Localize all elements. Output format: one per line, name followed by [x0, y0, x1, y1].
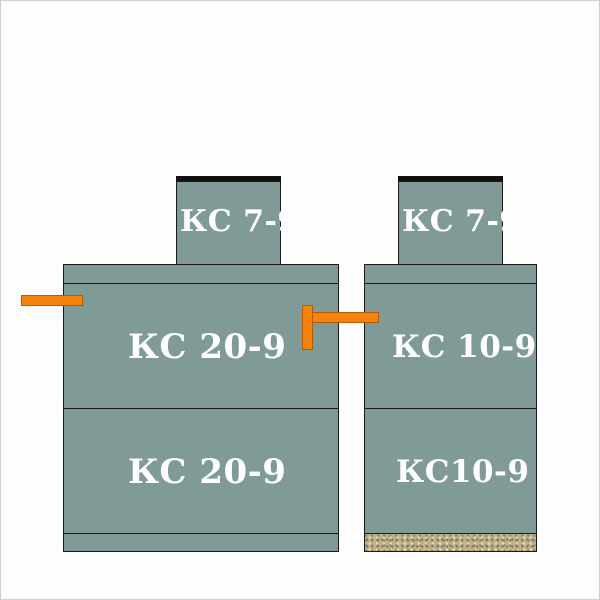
left-lower-ring-label: КС 20-9	[128, 452, 287, 492]
left-upper-ring-label: КС 20-9	[128, 327, 287, 367]
gravel-filter-bed	[364, 533, 537, 552]
left-cover-slab	[63, 264, 339, 284]
right-neck-cap	[398, 176, 503, 182]
left-bottom-slab	[63, 533, 339, 552]
right-upper-ring-label: КС 10-9	[392, 329, 537, 365]
left-upper-ring: КС 20-9	[63, 283, 339, 409]
right-lower-ring: КС10-9	[364, 408, 537, 534]
left-neck-label: КС 7-9	[180, 204, 299, 239]
right-neck-label: КС 7-9	[402, 204, 521, 239]
right-neck-ring: КС 7-9	[398, 181, 520, 266]
overflow-pipe-horizontal	[312, 312, 379, 323]
right-cover-slab	[364, 264, 537, 284]
left-lower-ring: КС 20-9	[63, 408, 339, 534]
inlet-pipe	[21, 295, 83, 306]
overflow-pipe-vertical	[302, 305, 313, 350]
left-neck-ring: КС 7-9	[176, 181, 298, 266]
right-lower-ring-label: КС10-9	[396, 454, 530, 490]
right-upper-ring: КС 10-9	[364, 283, 537, 409]
left-neck-cap	[176, 176, 281, 182]
